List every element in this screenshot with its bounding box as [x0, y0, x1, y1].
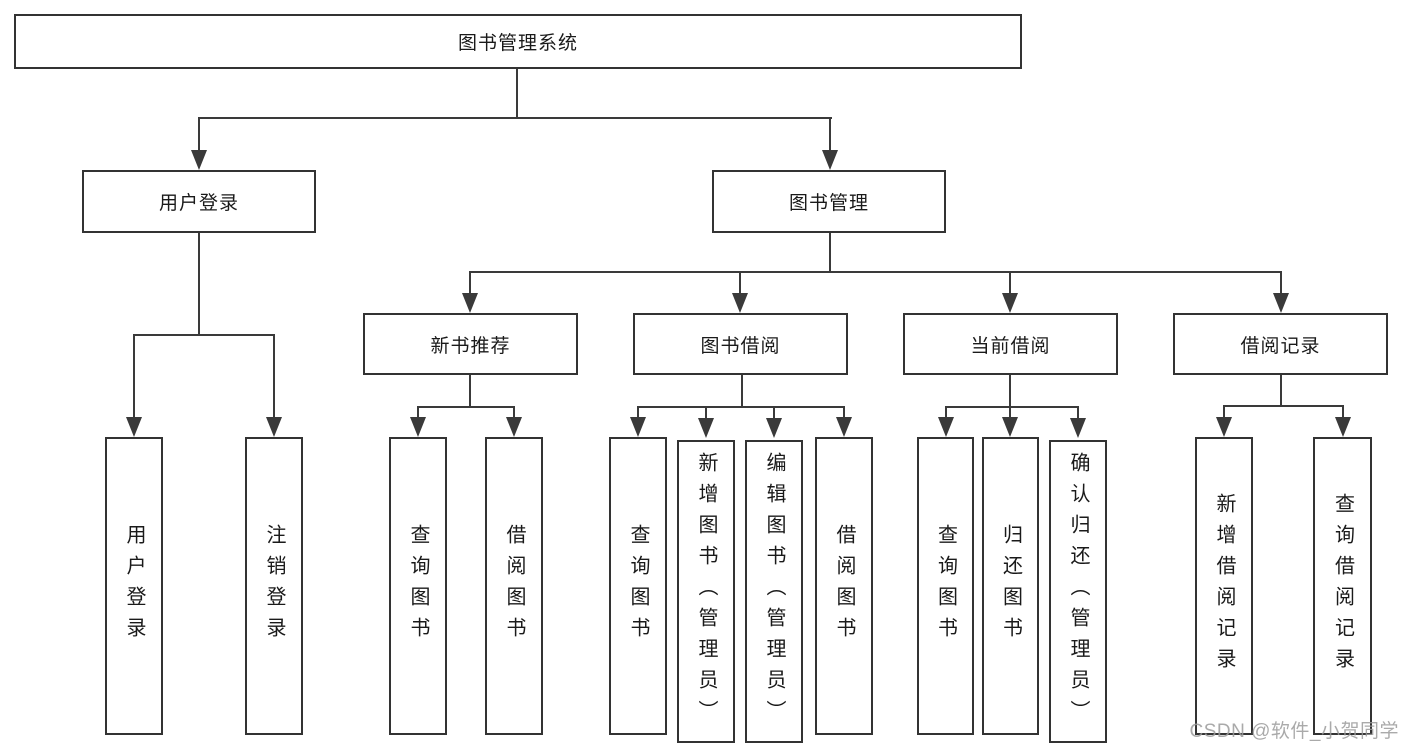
- node-label: 查询图书: [627, 524, 649, 648]
- connector-line: [843, 406, 845, 419]
- leaf-borrow-query: 查询图书: [609, 437, 667, 735]
- connector-line: [273, 334, 275, 419]
- leaf-borrow-edit-book: 编辑图书（管理员）: [745, 440, 803, 743]
- connector-line: [739, 271, 741, 295]
- node-label: 图书借阅: [700, 335, 781, 357]
- connector-line: [741, 375, 743, 407]
- connector-line: [829, 233, 831, 273]
- leaf-newbook-borrow: 借阅图书: [485, 437, 543, 735]
- leaf-logout: 注销登录: [245, 437, 303, 735]
- arrow-down-icon: [1002, 417, 1018, 437]
- node-label: 新增借阅记录: [1213, 493, 1235, 679]
- node-label: 用户登录: [123, 524, 145, 648]
- arrow-down-icon: [630, 417, 646, 437]
- node-label: 查询借阅记录: [1331, 493, 1354, 679]
- connector-line: [773, 406, 775, 419]
- node-label: 编辑图书（管理员）: [763, 452, 785, 731]
- connector-line: [198, 117, 832, 119]
- leaf-user-login: 用户登录: [105, 437, 163, 735]
- node-label: 当前借阅: [970, 335, 1051, 357]
- connector-line: [1280, 271, 1282, 295]
- arrow-down-icon: [191, 150, 207, 170]
- node-root: 图书管理系统: [14, 14, 1022, 69]
- connector-line: [198, 233, 200, 335]
- arrow-down-icon: [1070, 418, 1086, 438]
- node-book-management: 图书管理: [712, 170, 946, 233]
- node-label: 新书推荐: [430, 335, 511, 357]
- node-label: 借阅图书: [833, 524, 855, 648]
- arrow-down-icon: [462, 293, 478, 313]
- connector-line: [513, 406, 515, 419]
- connector-line: [417, 406, 515, 408]
- arrow-down-icon: [836, 417, 852, 437]
- connector-line: [1342, 405, 1344, 419]
- connector-line: [1223, 405, 1225, 419]
- arrow-down-icon: [698, 418, 714, 438]
- node-label: 图书管理: [788, 193, 869, 214]
- connector-line: [945, 406, 947, 419]
- node-label: 查询图书: [407, 524, 429, 648]
- node-label: 用户登录: [158, 193, 239, 214]
- node-label: 图书管理系统: [457, 33, 578, 54]
- arrow-down-icon: [732, 293, 748, 313]
- node-book-borrow: 图书借阅: [633, 313, 848, 375]
- connector-line: [469, 271, 471, 295]
- connector-line: [469, 271, 1282, 273]
- leaf-current-query: 查询图书: [917, 437, 974, 735]
- node-label: 借阅图书: [503, 524, 525, 648]
- leaf-newbook-query: 查询图书: [389, 437, 447, 735]
- arrow-down-icon: [506, 417, 522, 437]
- connector-line: [705, 406, 707, 419]
- leaf-current-return: 归还图书: [982, 437, 1039, 735]
- node-label: 新增图书（管理员）: [695, 452, 717, 731]
- node-current-borrow: 当前借阅: [903, 313, 1118, 375]
- connector-line: [469, 375, 471, 407]
- arrow-down-icon: [1002, 293, 1018, 313]
- connector-line: [417, 406, 419, 419]
- connector-line: [1223, 405, 1344, 407]
- arrow-down-icon: [766, 418, 782, 438]
- connector-line: [637, 406, 845, 408]
- arrow-down-icon: [266, 417, 282, 437]
- node-label: 查询图书: [934, 524, 957, 648]
- connector-line: [198, 117, 200, 152]
- connector-line: [1077, 406, 1079, 419]
- arrow-down-icon: [1216, 417, 1232, 437]
- connector-line: [1009, 375, 1011, 407]
- connector-line: [637, 406, 639, 419]
- leaf-records-add: 新增借阅记录: [1195, 437, 1253, 735]
- node-user-login: 用户登录: [82, 170, 316, 233]
- connector-line: [133, 334, 275, 336]
- leaf-records-query: 查询借阅记录: [1313, 437, 1372, 735]
- node-label: 归还图书: [999, 524, 1022, 648]
- connector-line: [133, 334, 135, 419]
- arrow-down-icon: [1335, 417, 1351, 437]
- arrow-down-icon: [410, 417, 426, 437]
- connector-line: [516, 69, 518, 118]
- arrow-down-icon: [938, 417, 954, 437]
- node-label: 借阅记录: [1240, 335, 1321, 357]
- node-new-book-recommend: 新书推荐: [363, 313, 578, 375]
- connector-line: [829, 117, 831, 152]
- leaf-current-confirm-return: 确认归还（管理员）: [1049, 440, 1107, 743]
- connector-line: [1009, 271, 1011, 295]
- connector-line: [1009, 406, 1011, 419]
- leaf-borrow-add-book: 新增图书（管理员）: [677, 440, 735, 743]
- arrow-down-icon: [822, 150, 838, 170]
- csdn-watermark: CSDN @软件_小贺同学: [1189, 721, 1399, 742]
- node-borrow-records: 借阅记录: [1173, 313, 1388, 375]
- leaf-borrow-borrow-book: 借阅图书: [815, 437, 873, 735]
- connector-line: [1280, 375, 1282, 406]
- arrow-down-icon: [126, 417, 142, 437]
- connector-line: [945, 406, 1079, 408]
- node-label: 确认归还（管理员）: [1067, 452, 1089, 731]
- node-label: 注销登录: [263, 524, 285, 648]
- arrow-down-icon: [1273, 293, 1289, 313]
